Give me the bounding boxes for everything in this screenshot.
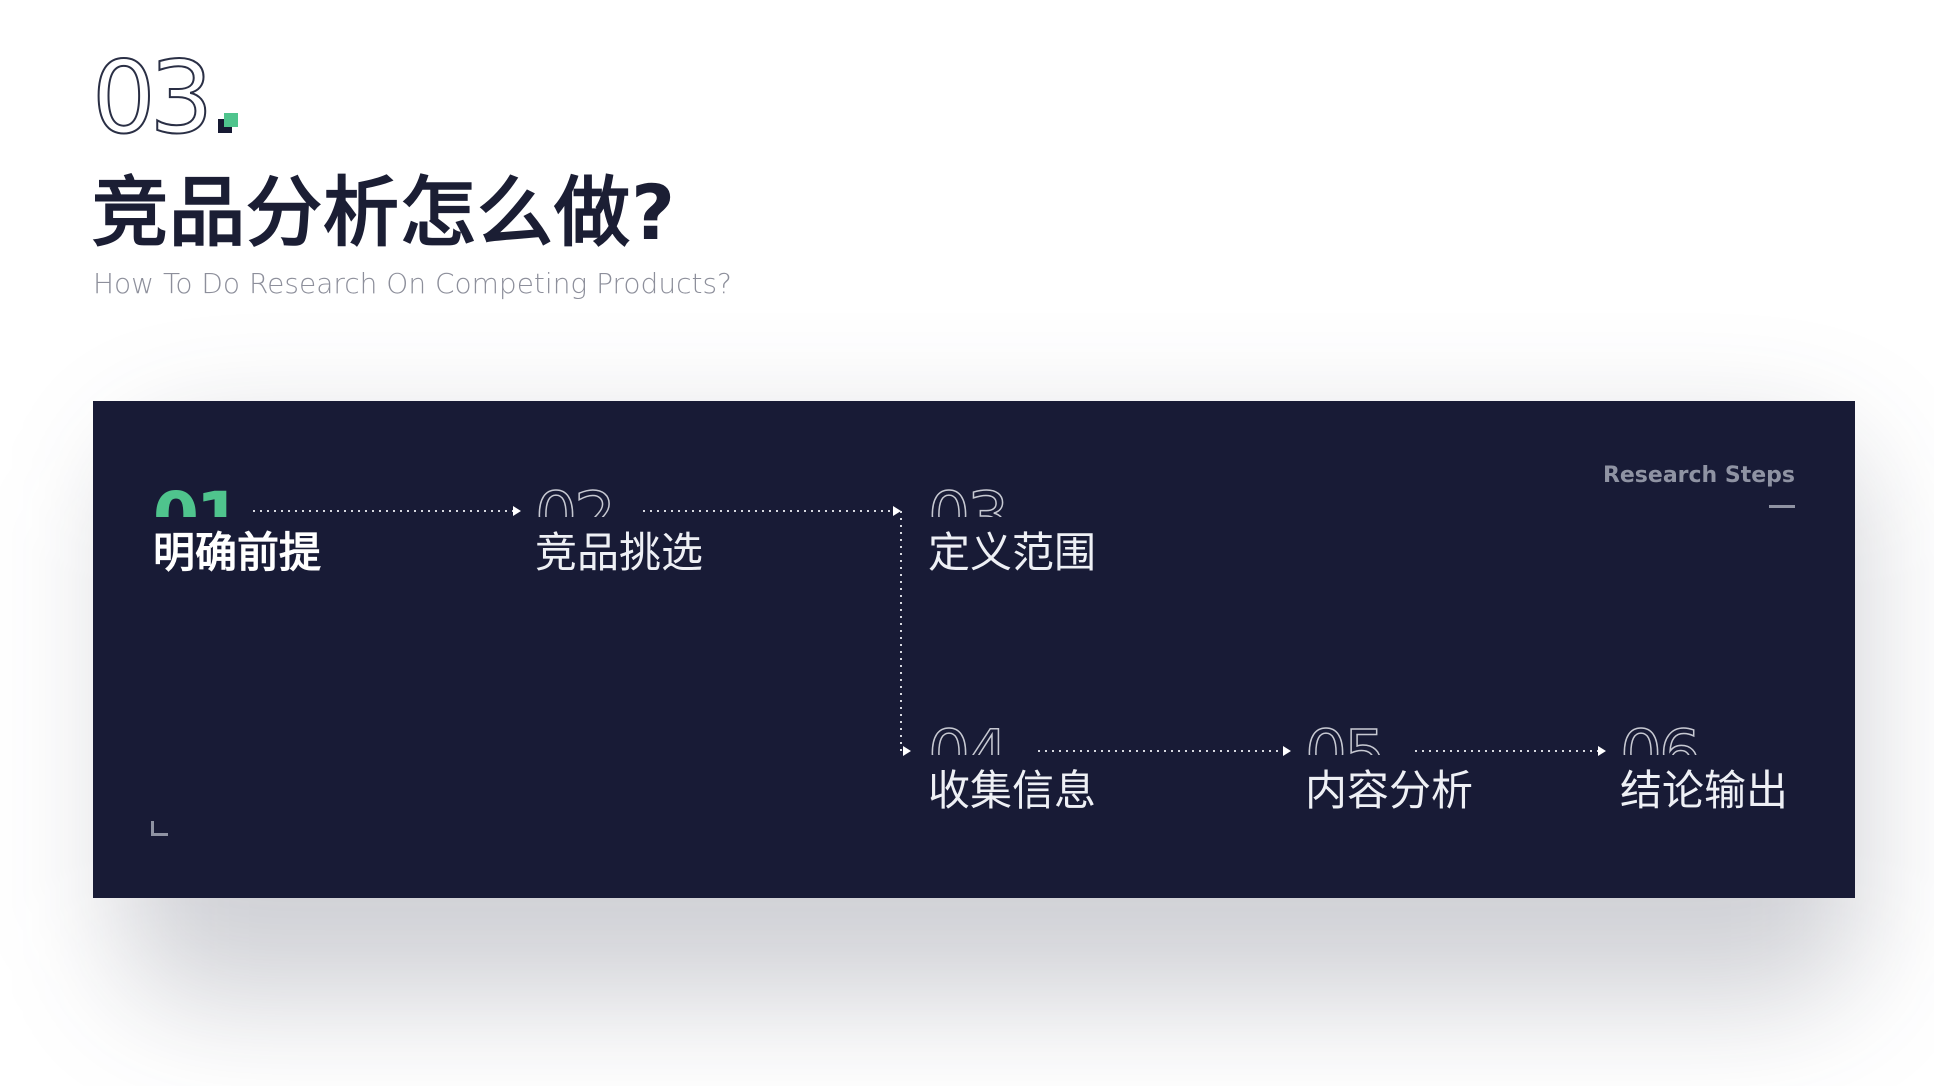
step-number: 01 bbox=[153, 481, 242, 517]
step-label: 竞品挑选 bbox=[535, 528, 704, 577]
step-number: 03 bbox=[928, 481, 1010, 517]
arrow-01-02 bbox=[513, 506, 521, 516]
step-03: 03 定义范围 bbox=[928, 481, 1228, 577]
page-title: 竞品分析怎么做? bbox=[92, 168, 677, 257]
step-01: 01 明确前提 bbox=[153, 481, 453, 577]
step-number: 04 bbox=[928, 719, 1010, 755]
corner-bracket-icon bbox=[151, 821, 168, 836]
arrow-04-05 bbox=[1283, 746, 1291, 756]
step-connectors bbox=[253, 506, 1606, 756]
section-dot-mark bbox=[218, 113, 238, 133]
step-label: 明确前提 bbox=[153, 528, 322, 577]
step-label: 收集信息 bbox=[928, 766, 1097, 815]
step-label: 结论输出 bbox=[1620, 766, 1789, 815]
step-number: 02 bbox=[535, 481, 617, 517]
section-number: 03 bbox=[91, 39, 214, 156]
step-label: 内容分析 bbox=[1305, 766, 1474, 815]
step-number: 06 bbox=[1620, 719, 1702, 755]
dot-green-square bbox=[224, 113, 238, 127]
research-steps-panel: Research Steps 01 明确前提 02 竞品挑选 03 定义范围 0… bbox=[93, 401, 1855, 898]
arrow-03-04 bbox=[903, 746, 911, 756]
step-05: 05 内容分析 bbox=[1305, 719, 1605, 815]
step-number: 05 bbox=[1305, 719, 1387, 755]
step-04: 04 收集信息 bbox=[928, 719, 1228, 815]
step-06: 06 结论输出 bbox=[1620, 719, 1855, 815]
arrow-02-03 bbox=[893, 506, 901, 516]
step-02: 02 竞品挑选 bbox=[535, 481, 835, 577]
research-steps-label: Research Steps bbox=[1602, 463, 1795, 488]
label-dash bbox=[1769, 505, 1795, 508]
step-label: 定义范围 bbox=[928, 528, 1097, 577]
page-subtitle: How To Do Research On Competing Products… bbox=[93, 267, 732, 300]
